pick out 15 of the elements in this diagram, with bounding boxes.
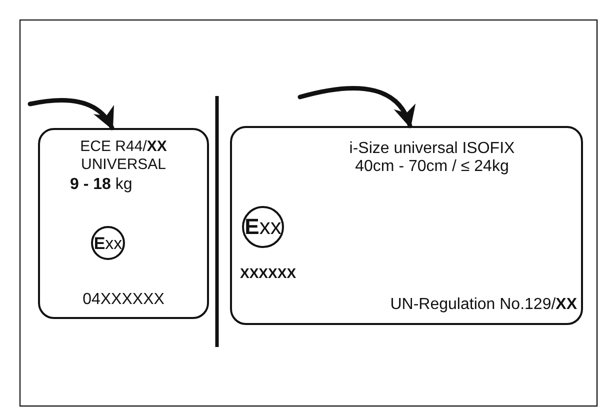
curved-arrow bbox=[28, 98, 114, 130]
label-text: i-Size universal ISOFIX 40cm - 70cm / ≤ 24kg bbox=[348, 140, 516, 176]
approval-label bbox=[38, 128, 209, 319]
approval-mark bbox=[91, 226, 125, 260]
approval-mark bbox=[242, 206, 284, 248]
label-text: UNIVERSAL bbox=[80, 157, 168, 174]
mark-text: Exx bbox=[94, 234, 122, 252]
approval-label bbox=[230, 126, 583, 325]
mark-text: Exx bbox=[244, 216, 282, 238]
curved-arrow bbox=[298, 86, 414, 128]
label-text: ECE R44/XX bbox=[79, 139, 168, 156]
label-text: 04XXXXXX bbox=[82, 291, 166, 309]
label-text: XXXXXX bbox=[240, 266, 298, 282]
label-text: UN-Regulation No.129/XX bbox=[389, 296, 577, 314]
label-text: 9 - 18 kg bbox=[70, 176, 134, 194]
